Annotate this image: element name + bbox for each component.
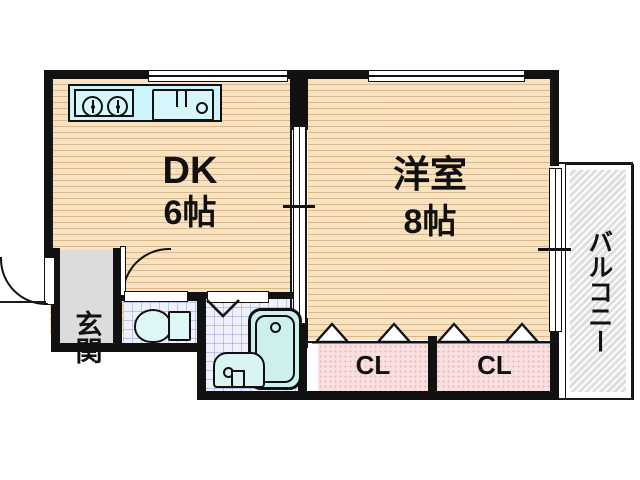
bathtub-drain-icon [270, 322, 281, 333]
washitsu-label: 洋室 [393, 154, 467, 195]
dk-size-label: 6帖 [163, 194, 217, 232]
balcony-floor [570, 170, 626, 392]
bath-door-fold-icon [206, 299, 240, 318]
sliding-door-dk-washitsu-tick [283, 205, 315, 208]
balcony-frame-south [559, 398, 633, 400]
kitchen-sink[interactable] [152, 89, 214, 121]
closet-left-label: CL [355, 350, 391, 380]
wall-genkan-south [51, 343, 131, 352]
wall-genkan-west [51, 248, 60, 352]
washitsu-floor-edge-east [551, 78, 553, 166]
balcony-label: バルコニー [582, 178, 614, 405]
genkan-label-text: 玄関 [71, 310, 102, 364]
balcony-label-text: バルコニー [584, 229, 613, 354]
balcony-frame-north [559, 162, 633, 164]
window-washitsu-north[interactable] [368, 70, 525, 82]
faucet-icon [176, 89, 187, 107]
washitsu-floor [308, 78, 553, 340]
exterior-wall-east-upper [550, 70, 559, 166]
washitsu-size-label: 8帖 [403, 203, 457, 241]
washbasin-spout-icon [231, 370, 245, 388]
partition-edge-west [290, 124, 292, 324]
wall-closet-divider [428, 336, 437, 398]
closet-door-left[interactable] [312, 320, 432, 344]
gas-stove[interactable] [74, 89, 134, 117]
exterior-wall-west [44, 70, 53, 256]
wall-bath-west [197, 292, 206, 400]
wall-bath-south [197, 391, 307, 400]
burner-right-icon [107, 96, 128, 117]
genkan-floor [57, 250, 115, 346]
sink-drain-icon [196, 102, 208, 114]
closet-left-floor [318, 344, 428, 391]
entry-door-swing-arc [0, 257, 48, 305]
toilet-door[interactable] [124, 291, 188, 302]
dk-label: DK [162, 150, 218, 192]
balcony-frame-east [631, 162, 633, 400]
wall-toilet-west [113, 292, 122, 352]
exterior-wall-east-lower [550, 330, 559, 400]
genkan-dk-door-leaf[interactable] [120, 246, 126, 296]
sliding-door-balcony-tick [538, 248, 571, 251]
partition-edge-east [305, 124, 307, 324]
window-dk-north[interactable] [148, 70, 288, 82]
dk-floor-edge-west [51, 78, 53, 248]
partition-dk-washitsu [290, 70, 308, 130]
wall-toilet-south [113, 343, 206, 352]
closet-door-right[interactable] [434, 320, 558, 344]
genkan-label: 玄関 [62, 256, 110, 418]
toilet-bowl[interactable] [134, 309, 172, 343]
sliding-door-dk-washitsu[interactable] [293, 126, 306, 324]
entry-door-hinge-line [0, 301, 46, 303]
toilet-tank [168, 311, 191, 341]
closet-right-label: CL [477, 350, 512, 380]
closet-right-floor [436, 344, 553, 391]
burner-left-icon [82, 96, 103, 117]
